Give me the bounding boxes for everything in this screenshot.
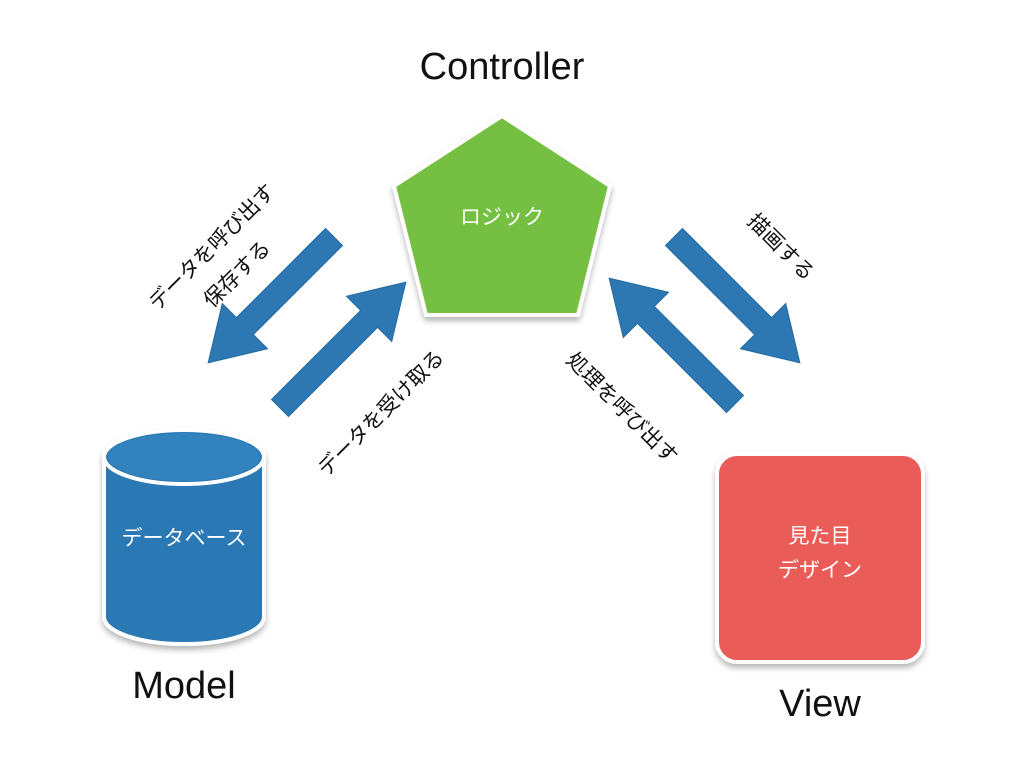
view-title: View [779,683,861,725]
label-draw: 描画する [743,209,819,285]
arrow-controller-to-model [207,227,344,364]
view-label-line1: 見た目 [789,524,852,548]
view-box [715,452,925,664]
arrow-controller-to-view [664,227,801,364]
arrow-view-to-controller [608,277,745,414]
controller-pentagon [391,113,613,317]
controller-label: ロジック [460,205,544,229]
label-call-process: 処理を呼び出す [561,348,682,469]
model-database-cylinder [102,428,266,646]
model-title: Model [132,665,236,707]
arrow-model-to-controller [270,281,407,418]
model-label: データベース [122,526,247,550]
view-label-line2: デザイン [778,558,862,582]
controller-title: Controller [420,46,585,88]
